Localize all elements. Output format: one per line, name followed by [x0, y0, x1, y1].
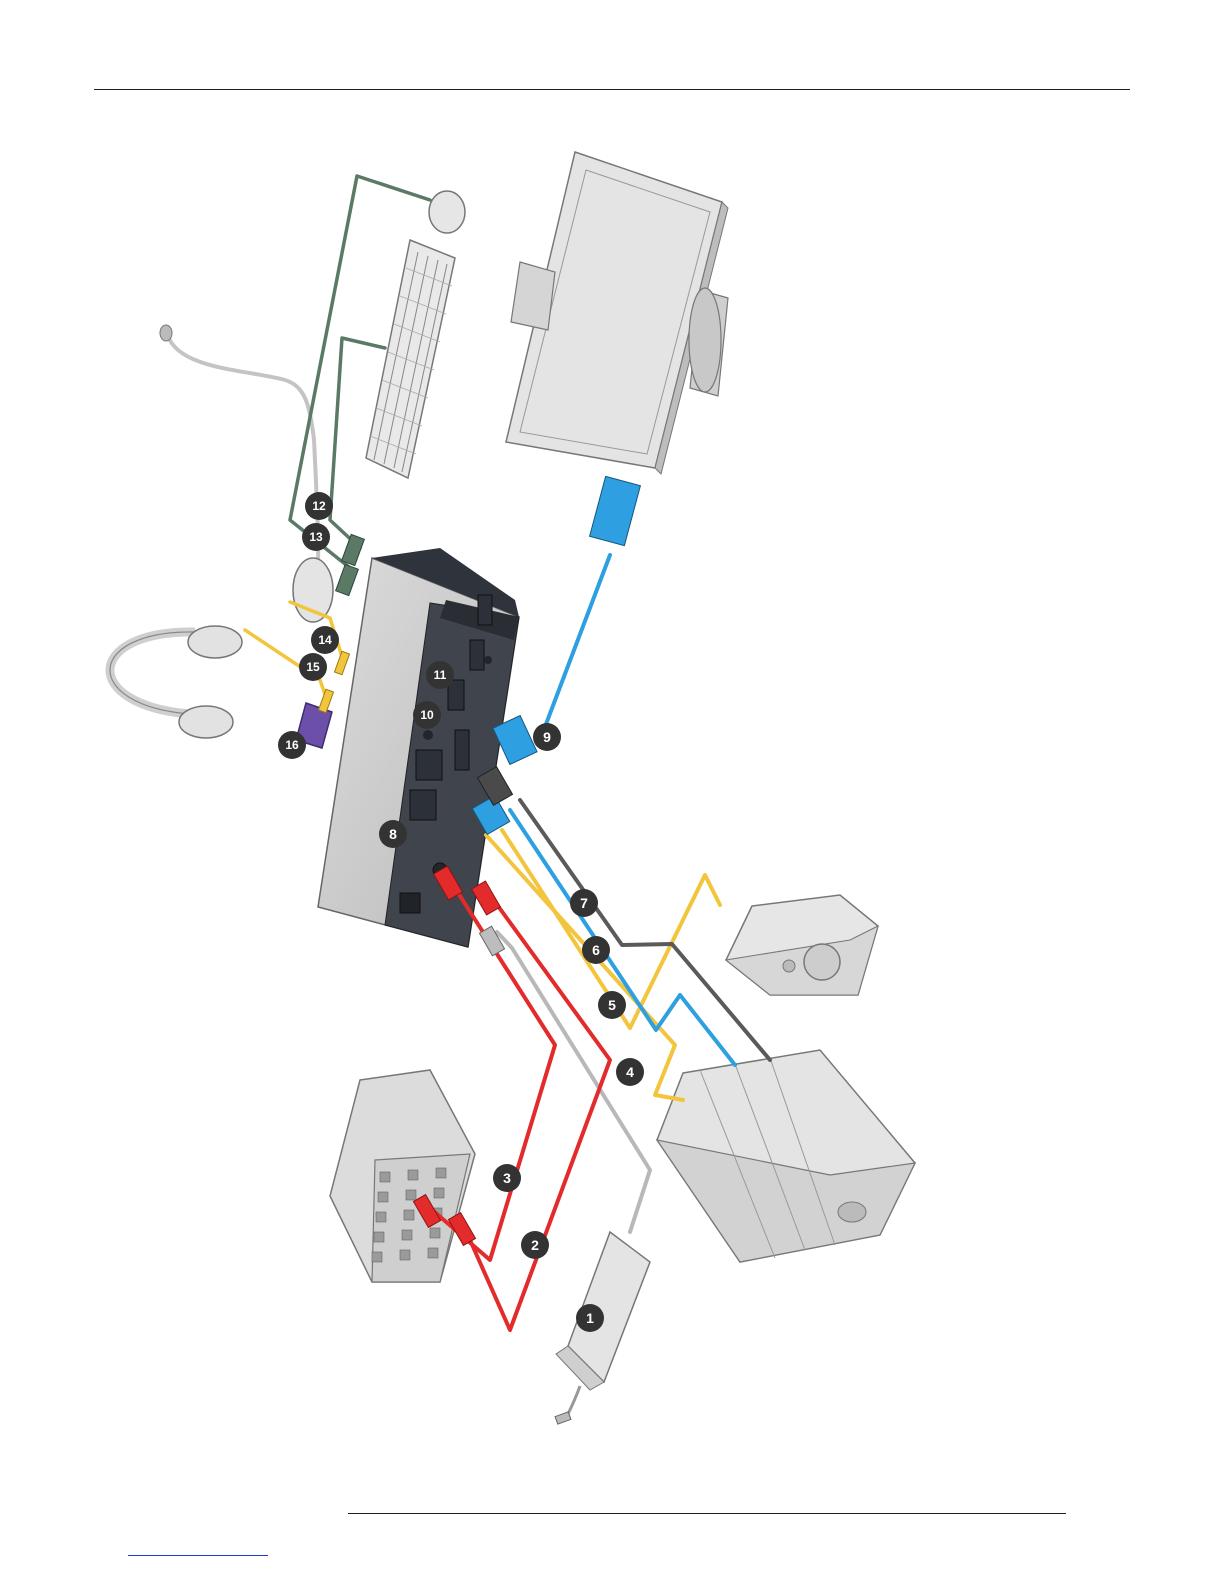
callout-12: 12 — [305, 492, 333, 520]
callout-10: 10 — [413, 701, 441, 729]
callout-13: 13 — [302, 523, 330, 551]
svg-text:5: 5 — [608, 997, 616, 1013]
power-adapter-icon — [555, 1232, 650, 1424]
subwoofer-icon — [657, 1050, 915, 1262]
svg-text:3: 3 — [503, 1170, 511, 1186]
keyboard-icon — [366, 240, 455, 478]
callout-15: 15 — [299, 653, 327, 681]
svg-text:4: 4 — [626, 1064, 634, 1080]
speaker-icon — [726, 895, 878, 995]
callout-3: 3 — [493, 1164, 521, 1192]
svg-text:15: 15 — [306, 660, 320, 674]
callout-4: 4 — [616, 1058, 644, 1086]
svg-text:10: 10 — [420, 708, 434, 722]
callout-2: 2 — [521, 1231, 549, 1259]
callout-16: 16 — [278, 731, 306, 759]
svg-text:11: 11 — [434, 668, 447, 682]
svg-text:1: 1 — [586, 1310, 594, 1326]
callout-14: 14 — [311, 626, 339, 654]
network-switch-icon — [330, 1070, 475, 1282]
headset-icon — [110, 626, 242, 738]
svg-text:16: 16 — [285, 738, 299, 752]
svg-text:7: 7 — [580, 895, 588, 911]
svg-text:9: 9 — [543, 729, 551, 745]
svg-text:8: 8 — [389, 826, 397, 842]
callout-9: 9 — [533, 723, 561, 751]
svg-text:13: 13 — [309, 530, 323, 544]
callout-8: 8 — [379, 820, 407, 848]
svg-text:14: 14 — [318, 633, 332, 647]
callout-6: 6 — [582, 936, 610, 964]
svg-text:6: 6 — [592, 942, 600, 958]
svg-text:12: 12 — [312, 499, 326, 513]
microphone-icon — [160, 325, 333, 622]
callout-7: 7 — [570, 889, 598, 917]
callout-1: 1 — [576, 1304, 604, 1332]
svg-text:2: 2 — [531, 1237, 539, 1253]
mouse-icon — [429, 191, 465, 233]
monitor-icon — [506, 152, 728, 474]
callout-11: 11 — [426, 661, 454, 689]
callout-5: 5 — [598, 991, 626, 1019]
